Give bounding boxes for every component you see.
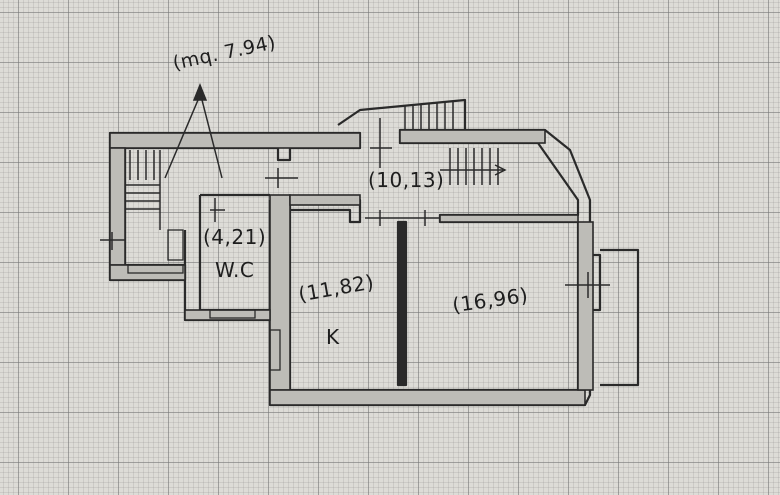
landing-outline — [337, 98, 467, 130]
wc-wall — [198, 195, 270, 312]
stair-top — [404, 101, 454, 130]
partition-wall — [396, 220, 408, 387]
kitchen-top-wall — [289, 194, 361, 206]
stair-corridor — [440, 148, 507, 185]
window-kitchen — [269, 329, 281, 371]
stair-left — [125, 150, 161, 230]
right-thick-wall — [577, 221, 594, 391]
balcony-outline — [600, 248, 640, 387]
window-wc — [209, 309, 256, 319]
corridor-area-label: (10,13) — [368, 168, 445, 192]
door-marks — [100, 118, 610, 298]
corridor-top-wall — [399, 129, 546, 144]
leader-arrow-icon — [192, 82, 208, 101]
room-top-wall — [439, 214, 579, 223]
kitchen-name-label: K — [326, 325, 340, 349]
wc-area-label: (4,21) — [203, 225, 267, 249]
windows — [127, 229, 281, 371]
stairs — [125, 101, 507, 230]
wc-name-label: W.C — [215, 258, 255, 282]
window-annex-side — [167, 229, 184, 261]
wall-fills — [109, 129, 594, 406]
area-leader — [164, 82, 223, 179]
top-annex-wall — [109, 132, 361, 149]
bottom-thick-wall — [269, 389, 586, 406]
window-annex — [127, 264, 184, 274]
